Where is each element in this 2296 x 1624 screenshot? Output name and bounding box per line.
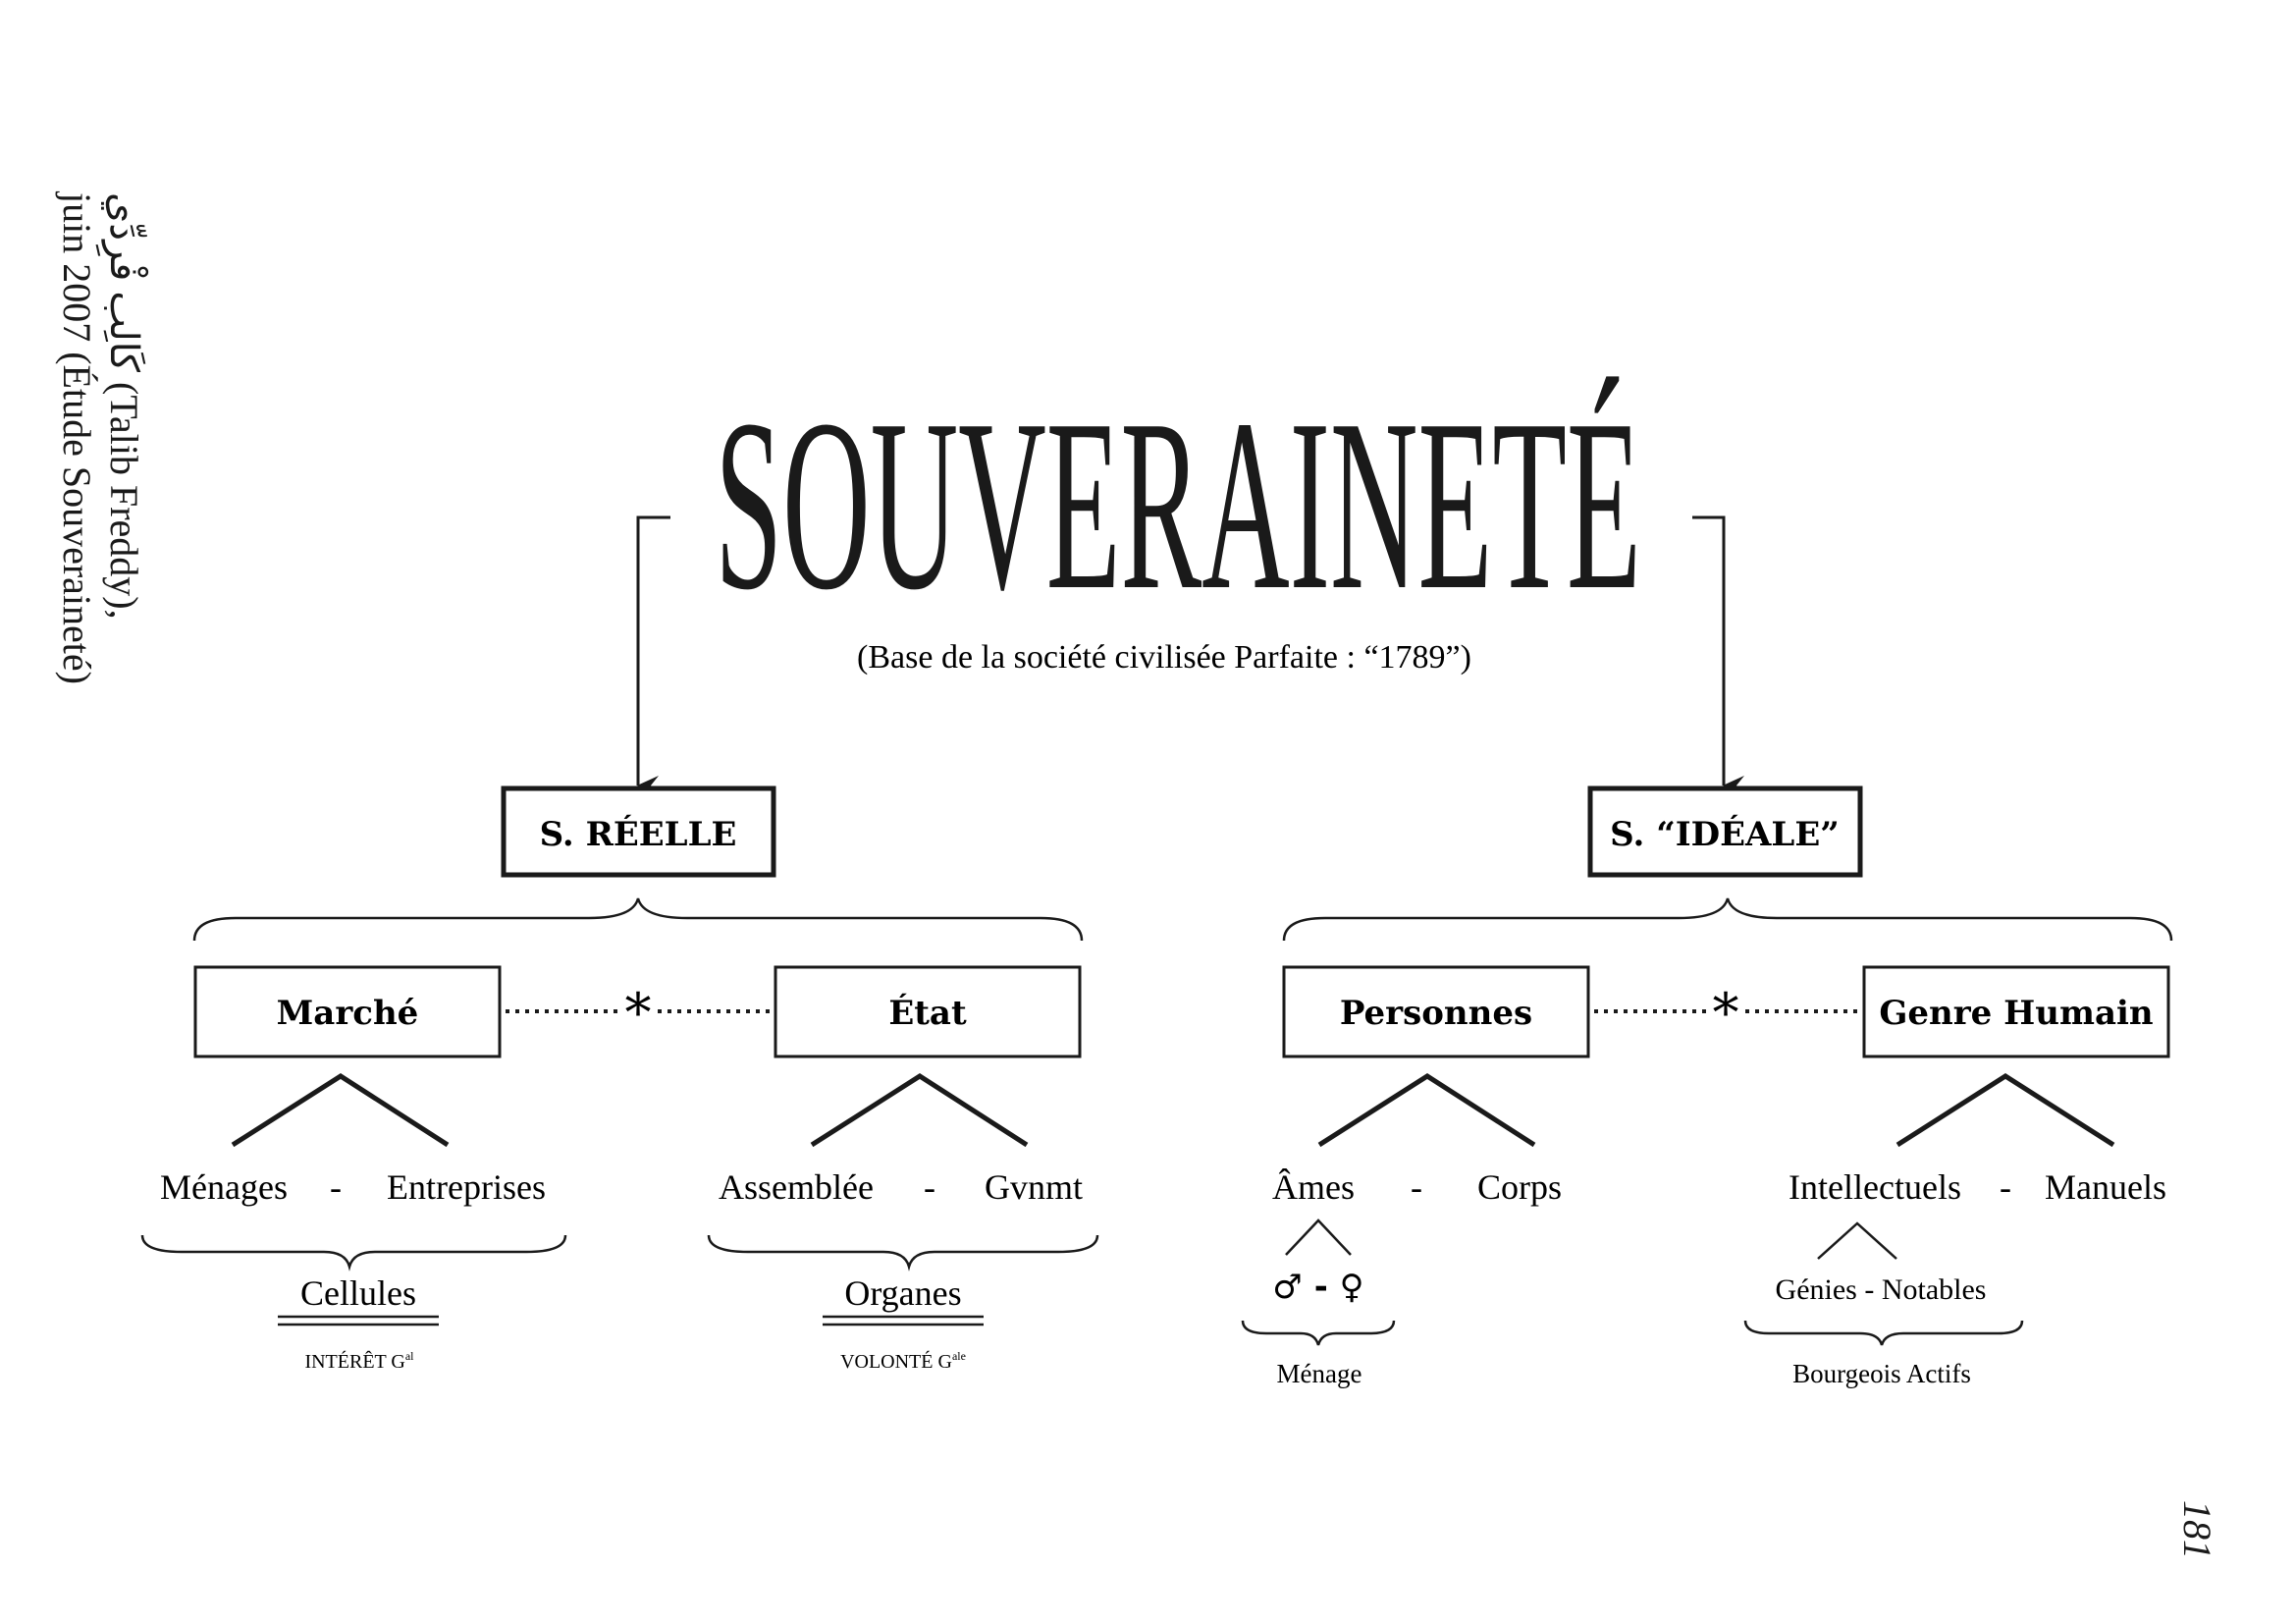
asterisk-left: *	[625, 982, 652, 1044]
branch-personnes	[1317, 1073, 1536, 1148]
box-s-reelle	[501, 785, 776, 878]
brace-left-top	[192, 897, 1084, 942]
branch-etat	[810, 1073, 1029, 1148]
box-etat-label: État	[888, 993, 967, 1033]
box-marche-label: Marché	[277, 994, 419, 1033]
box-s-reelle-label: S. RÉELLE	[540, 814, 737, 854]
side-note-line1: كَالِب فْرِدِّي (Talib Freddy),	[102, 192, 146, 620]
group-organes: Organes	[844, 1273, 961, 1313]
title-connectors	[636, 515, 1744, 795]
page-title: SOUVERAINETÉ	[715, 368, 1641, 640]
branch-intellectuels	[1817, 1221, 1897, 1260]
brace-right-b	[1743, 1320, 2024, 1346]
box-personnes	[1282, 965, 1590, 1058]
box-genre-humain	[1862, 965, 2170, 1058]
child-assemblee: Assemblée	[719, 1167, 874, 1207]
left-arrow	[636, 515, 670, 795]
double-underlines	[278, 1315, 984, 1326]
box-marche	[193, 965, 502, 1058]
gender-symbols: ♂ - ♀	[1272, 1268, 1363, 1307]
side-note: كَالِب فْرِدِّي (Talib Freddy), juin 200…	[53, 192, 147, 684]
child-manuels: Manuels	[2045, 1167, 2166, 1207]
side-note-line2: juin 2007 (Étude Souveraineté)	[55, 192, 99, 684]
right-arrow	[1692, 515, 1744, 795]
brace-right-top	[1282, 897, 2173, 942]
note-interet: INTÉRÊT Gal	[304, 1349, 414, 1373]
sub-group-menage: Ménage	[1277, 1359, 1362, 1388]
group-cellules: Cellules	[300, 1273, 416, 1313]
page-number: 181	[2175, 1500, 2219, 1559]
box-s-ideale-label: S. “IDÉALE”	[1610, 814, 1840, 854]
branch-ames	[1285, 1218, 1352, 1256]
branch-genre-humain	[1896, 1073, 2115, 1148]
dash-left-a: -	[330, 1167, 342, 1207]
dash-right-b: -	[2000, 1167, 2011, 1207]
page-subtitle: (Base de la société civilisée Parfaite :…	[857, 639, 1471, 676]
asterisk-right: *	[1713, 982, 1739, 1044]
child-corps: Corps	[1477, 1167, 1562, 1207]
brace-left-a	[140, 1234, 567, 1272]
brace-left-b	[707, 1234, 1099, 1272]
branches	[231, 1073, 2115, 1148]
braces	[140, 897, 2173, 1346]
level2-boxes	[193, 965, 2170, 1058]
dash-right-a: -	[1411, 1167, 1422, 1207]
box-personnes-label: Personnes	[1340, 994, 1532, 1033]
sub-genies-notables: Génies - Notables	[1776, 1273, 1987, 1306]
brace-right-a	[1241, 1320, 1396, 1346]
branch-marche	[231, 1073, 450, 1148]
sub-group-bourgeois: Bourgeois Actifs	[1792, 1359, 1971, 1388]
box-genre-humain-label: Genre Humain	[1879, 994, 2153, 1033]
child-ames: Âmes	[1272, 1167, 1355, 1207]
child-menages: Ménages	[160, 1167, 288, 1207]
child-intellectuels: Intellectuels	[1789, 1167, 1961, 1207]
child-entreprises: Entreprises	[387, 1167, 546, 1207]
level3-text: Ménages - Entreprises Assemblée - Gvnmt …	[160, 1167, 2166, 1207]
dash-left-b: -	[924, 1167, 935, 1207]
box-s-ideale	[1587, 785, 1863, 878]
small-branches	[1285, 1218, 1897, 1260]
child-gvnmt: Gvnmt	[985, 1167, 1083, 1207]
note-volonte: VOLONTÉ Gale	[840, 1349, 966, 1373]
box-etat	[774, 965, 1082, 1058]
